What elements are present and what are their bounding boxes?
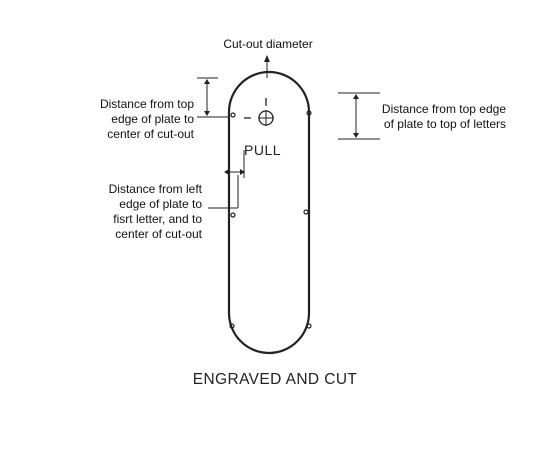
plate-engraved-text: PULL <box>244 142 282 158</box>
dim-top-to-cutout <box>197 77 228 118</box>
diagram-title: ENGRAVED AND CUT <box>192 371 358 388</box>
dim-left-to-letter <box>208 150 245 209</box>
screw-hole <box>306 323 312 329</box>
plate-outline <box>227 70 311 355</box>
screw-hole <box>229 323 235 329</box>
top-to-letters-label: Distance from top edge of plate to top o… <box>381 102 506 131</box>
dim-top-to-letters <box>338 92 380 140</box>
cutout <box>258 110 274 126</box>
cutout-diameter-label: Cut-out diameter <box>223 37 313 51</box>
screw-hole <box>306 110 312 116</box>
top-to-cutout-label: Distance from top edge of plate to cente… <box>99 97 194 141</box>
screw-hole <box>230 212 236 218</box>
screw-holes <box>229 110 312 329</box>
screw-hole <box>230 112 236 118</box>
left-to-letter-label: Distance from left edge of plate to fisr… <box>108 182 202 241</box>
diameter-leader <box>264 55 270 78</box>
screw-hole <box>303 209 309 215</box>
